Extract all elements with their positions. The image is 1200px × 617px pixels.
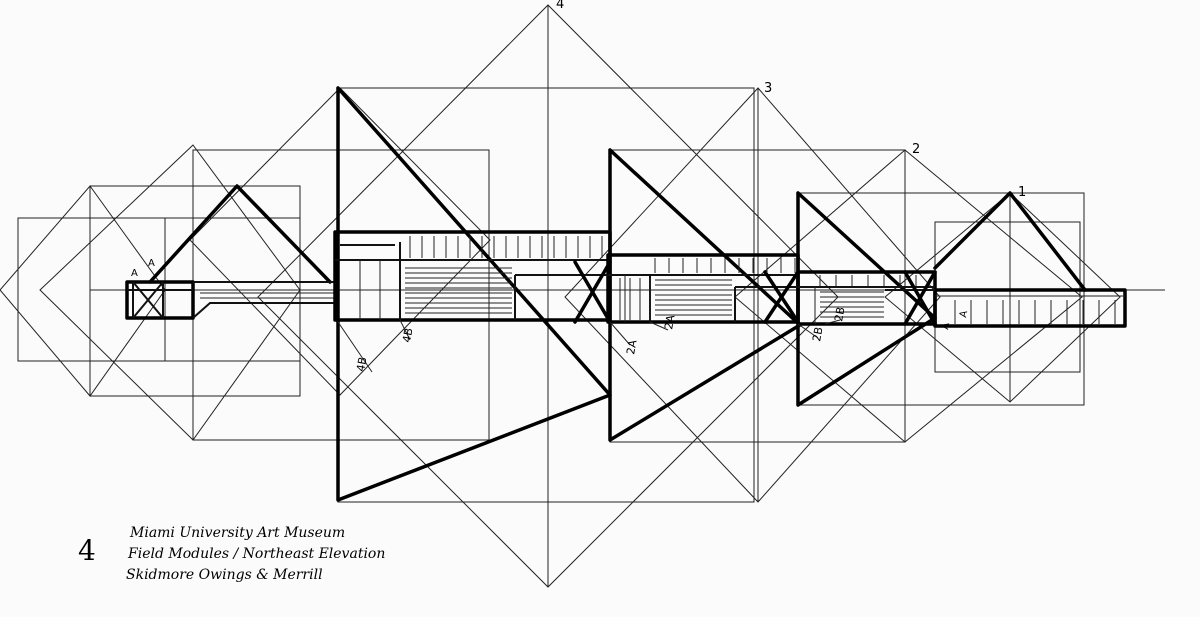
module-label-1: 1 — [1018, 185, 1026, 200]
bold-triangle-left — [148, 184, 332, 284]
bay-dimension-lines — [337, 319, 841, 373]
field-module-4 — [257, 4, 839, 588]
bay-label-2a-a: 2A — [624, 338, 639, 355]
bay-label-2b-b: 2B — [832, 306, 847, 323]
bold-triangle-1 — [933, 191, 1087, 292]
module-label-4: 4 — [556, 0, 564, 12]
caption-subtitle: Field Modules / Northeast Elevation — [127, 546, 385, 562]
figure-number: 4 — [78, 534, 96, 567]
module-label-2: 2 — [912, 142, 920, 157]
module-label-3: 3 — [764, 81, 772, 96]
facade-mullions — [409, 236, 1116, 324]
bold-triangle-4 — [336, 86, 612, 502]
caption-title: Miami University Art Museum — [129, 525, 345, 541]
bay-label-a-left-1: A — [131, 268, 138, 279]
bay-label-2a-b: 2A — [662, 313, 677, 330]
bay-label-a-right-1: A — [940, 322, 952, 331]
bay-label-a-right-2: A — [958, 310, 970, 319]
bay-label-4b-a: 4B — [354, 356, 369, 373]
building-elevation — [125, 230, 1127, 328]
field-module-3 — [564, 87, 941, 503]
bay-label-a-left-2: A — [148, 258, 155, 269]
bay-label-4b-b: 4B — [400, 327, 415, 344]
caption-architect: Skidmore Owings & Merrill — [126, 567, 323, 583]
bay-label-2b-a: 2B — [810, 326, 825, 343]
field-module-left-large — [189, 87, 491, 441]
facade-siding-lines — [405, 267, 884, 318]
